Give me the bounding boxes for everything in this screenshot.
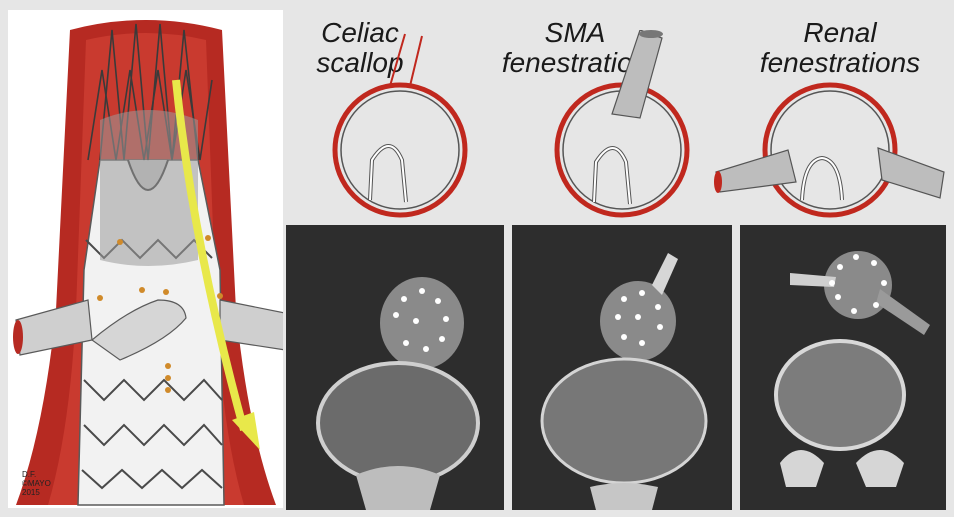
stent-graft-illustration: [8, 10, 283, 508]
ct-image: [286, 225, 504, 510]
ct-scan-renal: [740, 225, 946, 510]
illustration-credit: D.F. ©MAYO 2015: [22, 470, 51, 497]
celiac-cross-section: [330, 30, 480, 230]
ct-scan-celiac: [286, 225, 504, 510]
sma-cross-section: [550, 30, 710, 230]
ct-image: [512, 225, 732, 510]
ct-scan-sma: [512, 225, 732, 510]
renal-cross-section: [712, 30, 948, 230]
ct-image: [740, 225, 946, 510]
